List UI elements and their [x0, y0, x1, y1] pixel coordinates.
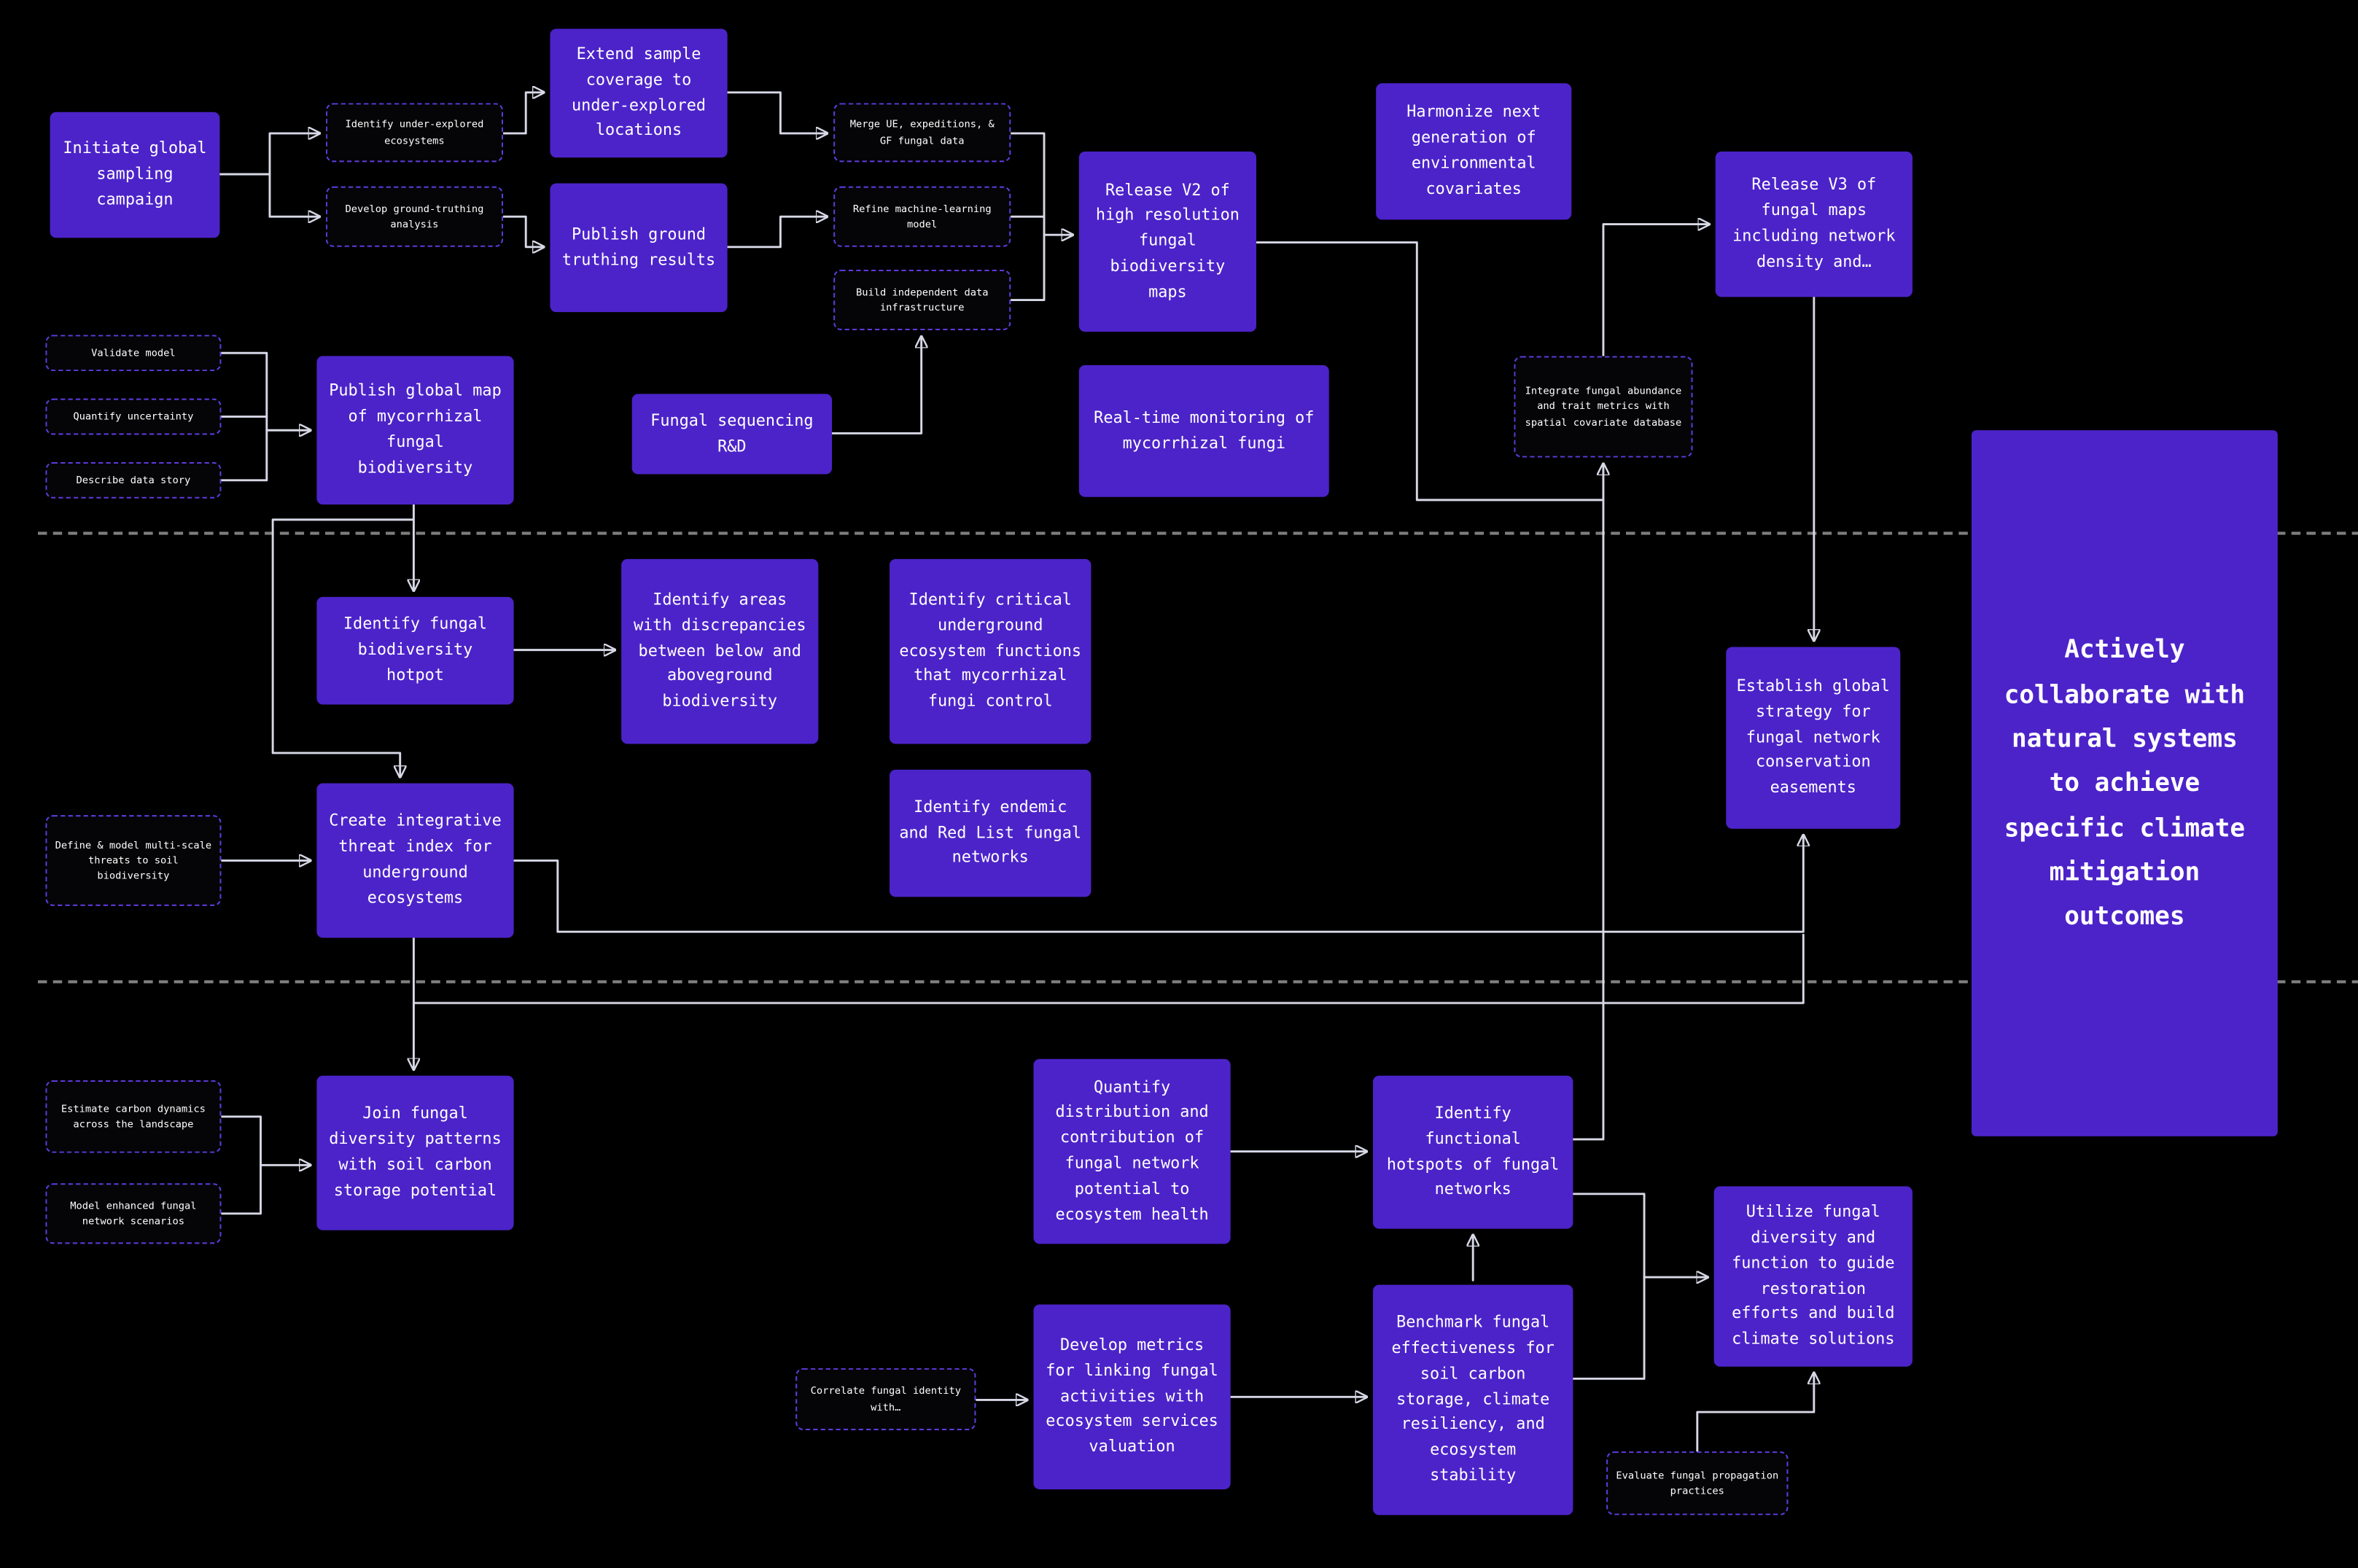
- node-label-identify-endemic: Identify endemic and Red List fungal net…: [899, 797, 1082, 867]
- node-label-quantify-uncertainty: Quantify uncertainty: [73, 410, 194, 423]
- connector-sequencing-to-infra: [830, 338, 922, 434]
- node-benchmark-effectiveness[interactable]: Benchmark fungal effectiveness for soil …: [1373, 1284, 1573, 1516]
- node-create-threat-index[interactable]: Create integrative threat index for unde…: [316, 783, 514, 938]
- node-label-release-v2-maps: Release V2 of high resolution fungal bio…: [1095, 181, 1240, 301]
- node-label-establish-easements: Establish global strategy for fungal net…: [1736, 677, 1890, 797]
- node-estimate-carbon-dynamics[interactable]: Estimate carbon dynamics across the land…: [45, 1080, 222, 1153]
- node-label-estimate-carbon-dynamics: Estimate carbon dynamics across the land…: [61, 1102, 206, 1131]
- node-label-build-data-infrastructure: Build independent data infrastructure: [855, 286, 989, 314]
- node-harmonize-covariates[interactable]: Harmonize next generation of environment…: [1376, 83, 1572, 220]
- connector-model-bracket: [219, 1163, 262, 1215]
- node-integrate-abundance[interactable]: Integrate fungal abundance and trait met…: [1514, 356, 1693, 458]
- connector-initiate-to-ground-truthing: [218, 173, 318, 217]
- node-label-integrate-abundance: Integrate fungal abundance and trait met…: [1525, 385, 1682, 429]
- node-label-model-network-scenarios: Model enhanced fungal network scenarios: [70, 1199, 197, 1228]
- node-merge-fungal-data[interactable]: Merge UE, expeditions, & GF fungal data: [833, 103, 1011, 163]
- node-label-create-threat-index: Create integrative threat index for unde…: [329, 812, 502, 908]
- node-fungal-sequencing-rd[interactable]: Fungal sequencing R&D: [631, 394, 833, 475]
- connector-integrate-to-v3: [1602, 225, 1708, 357]
- node-label-publish-ground-truthing: Publish ground truthing results: [561, 225, 716, 269]
- node-extend-sample-coverage[interactable]: Extend sample coverage to under-explored…: [550, 28, 728, 158]
- node-develop-ground-truthing[interactable]: Develop ground-truthing analysis: [325, 186, 504, 247]
- connector-hotspots-to-utilize-branch: [1571, 1193, 1646, 1279]
- node-label-publish-global-map: Publish global map of mycorrhizal fungal…: [329, 382, 502, 477]
- connector-estimate-bracket: [219, 1115, 262, 1166]
- node-label-join-diversity-carbon: Join fungal diversity patterns with soil…: [329, 1104, 502, 1200]
- connector-global-map-to-threat-index: [271, 518, 415, 776]
- node-label-validate-model: Validate model: [91, 346, 176, 359]
- node-join-diversity-carbon[interactable]: Join fungal diversity patterns with soil…: [316, 1075, 514, 1230]
- connector-hotspots-to-integrate: [1571, 465, 1603, 1141]
- node-identify-discrepancies[interactable]: Identify areas with discrepancies betwee…: [621, 558, 819, 744]
- connector-evaluate-to-utilize: [1696, 1374, 1814, 1453]
- node-release-v2-maps[interactable]: Release V2 of high resolution fungal bio…: [1078, 151, 1256, 332]
- node-validate-model[interactable]: Validate model: [45, 335, 222, 372]
- node-label-evaluate-propagation: Evaluate fungal propagation practices: [1616, 1469, 1779, 1497]
- node-establish-easements[interactable]: Establish global strategy for fungal net…: [1726, 647, 1901, 829]
- node-label-identify-critical-functions: Identify critical underground ecosystem …: [899, 590, 1082, 711]
- node-release-v3-maps[interactable]: Release V3 of fungal maps including netw…: [1715, 151, 1913, 297]
- node-identify-endemic[interactable]: Identify endemic and Red List fungal net…: [890, 769, 1092, 897]
- connector-ground-truthing-to-publish: [502, 215, 542, 247]
- node-identify-critical-functions[interactable]: Identify critical underground ecosystem …: [890, 558, 1092, 744]
- node-label-merge-fungal-data: Merge UE, expeditions, & GF fungal data: [849, 118, 995, 147]
- connector-publish-to-refine: [726, 217, 826, 249]
- node-label-identify-under-explored: Identify under-explored ecosystems: [345, 118, 484, 147]
- connector-describe-bracket: [219, 429, 268, 482]
- node-quantify-uncertainty[interactable]: Quantify uncertainty: [45, 398, 222, 435]
- connector-infra-junction: [1009, 233, 1046, 301]
- node-label-refine-ml-model: Refine machine-learning model: [852, 203, 992, 230]
- phase-divider-top: [37, 531, 2358, 535]
- node-correlate-identity[interactable]: Correlate fungal identity with…: [795, 1368, 976, 1431]
- node-label-benchmark-effectiveness: Benchmark fungal effectiveness for soil …: [1391, 1314, 1555, 1485]
- node-label-harmonize-covariates: Harmonize next generation of environment…: [1406, 104, 1541, 198]
- node-build-data-infrastructure[interactable]: Build independent data infrastructure: [833, 269, 1011, 331]
- node-refine-ml-model[interactable]: Refine machine-learning model: [833, 186, 1011, 247]
- node-evaluate-propagation[interactable]: Evaluate fungal propagation practices: [1606, 1451, 1789, 1516]
- node-label-realtime-monitoring: Real-time monitoring of mycorrhizal fung…: [1094, 408, 1315, 453]
- node-label-identify-hotpot: Identify fungal biodiversity hotpot: [343, 615, 488, 685]
- node-label-goal-climate-outcomes: Actively collaborate with natural system…: [2004, 635, 2246, 931]
- connector-initiate-to-under-explored: [218, 133, 318, 176]
- connector-merge-junction: [1009, 132, 1046, 236]
- node-goal-climate-outcomes[interactable]: Actively collaborate with natural system…: [1971, 430, 2278, 1136]
- node-publish-ground-truthing[interactable]: Publish ground truthing results: [550, 183, 728, 313]
- node-realtime-monitoring[interactable]: Real-time monitoring of mycorrhizal fung…: [1078, 364, 1329, 497]
- connector-validate-bracket: [219, 351, 268, 432]
- node-label-describe-data-story: Describe data story: [76, 474, 191, 486]
- node-publish-global-map[interactable]: Publish global map of mycorrhizal fungal…: [316, 356, 514, 505]
- node-label-develop-ground-truthing: Develop ground-truthing analysis: [345, 203, 484, 230]
- node-describe-data-story[interactable]: Describe data story: [45, 461, 222, 499]
- node-label-develop-metrics: Develop metrics for linking fungal activ…: [1046, 1336, 1218, 1456]
- node-label-define-model-threats: Define & model multi-scale threats to so…: [55, 838, 212, 882]
- node-quantify-distribution[interactable]: Quantify distribution and contribution o…: [1033, 1058, 1231, 1244]
- node-label-extend-sample-coverage: Extend sample coverage to under-explored…: [572, 45, 707, 140]
- node-label-initiate-global-sampling: Initiate global sampling campaign: [63, 139, 207, 209]
- connector-v2-to-integrate-trunk: [1255, 241, 1605, 502]
- node-define-model-threats[interactable]: Define & model multi-scale threats to so…: [45, 815, 222, 906]
- connector-under-explored-to-extend: [502, 93, 542, 135]
- connector-lower-trunk-to-establish: [412, 933, 1805, 1005]
- node-identify-functional-hotspots[interactable]: Identify functional hotspots of fungal n…: [1373, 1075, 1573, 1229]
- node-label-correlate-identity: Correlate fungal identity with…: [810, 1385, 961, 1413]
- node-label-identify-functional-hotspots: Identify functional hotspots of fungal n…: [1386, 1104, 1560, 1199]
- node-develop-metrics[interactable]: Develop metrics for linking fungal activ…: [1033, 1304, 1231, 1490]
- node-label-identify-discrepancies: Identify areas with discrepancies betwee…: [633, 590, 806, 711]
- node-label-utilize-restoration: Utilize fungal diversity and function to…: [1732, 1203, 1895, 1349]
- node-label-release-v3-maps: Release V3 of fungal maps including netw…: [1732, 176, 1896, 271]
- node-identify-under-explored[interactable]: Identify under-explored ecosystems: [325, 103, 504, 163]
- connector-benchmark-to-utilize-branch: [1571, 1276, 1646, 1380]
- connector-extend-to-merge: [726, 91, 826, 133]
- node-initiate-global-sampling[interactable]: Initiate global sampling campaign: [50, 112, 220, 238]
- node-label-fungal-sequencing-rd: Fungal sequencing R&D: [650, 411, 814, 456]
- connector-threat-index-to-establish: [513, 836, 1804, 933]
- node-identify-hotpot[interactable]: Identify fungal biodiversity hotpot: [316, 596, 514, 705]
- node-model-network-scenarios[interactable]: Model enhanced fungal network scenarios: [45, 1183, 222, 1244]
- node-label-quantify-distribution: Quantify distribution and contribution o…: [1055, 1078, 1209, 1224]
- node-utilize-restoration[interactable]: Utilize fungal diversity and function to…: [1713, 1186, 1913, 1367]
- phase-divider-bottom: [37, 980, 2358, 983]
